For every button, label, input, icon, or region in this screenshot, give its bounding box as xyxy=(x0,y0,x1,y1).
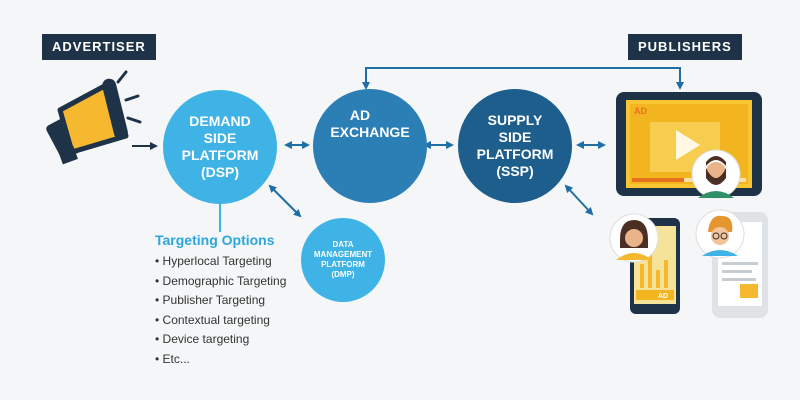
targeting-item: Contextual targeting xyxy=(155,311,325,331)
ssp-line-1: SUPPLY xyxy=(487,112,543,128)
tablet-ad-text: AD xyxy=(634,106,647,116)
adx-line-1: AD xyxy=(349,107,371,123)
dmp-line-2: MANAGEMENT xyxy=(313,250,373,259)
tablet-device: AD xyxy=(616,92,762,196)
play-icon xyxy=(676,130,700,160)
dsp-line-4: (DSP) xyxy=(200,164,240,180)
targeting-item: Etc... xyxy=(155,350,325,370)
ad-exchange-node: AD EXCHANGE xyxy=(313,89,427,203)
megaphone-icon xyxy=(46,70,142,165)
dmp-line-4: (DMP) xyxy=(331,270,355,279)
adx-line-2: EXCHANGE xyxy=(330,124,410,140)
dsp-line-2: SIDE xyxy=(203,130,237,146)
advertiser-label: ADVERTISER xyxy=(42,34,156,60)
phone-ad-text: AD xyxy=(658,293,668,300)
avatar-man-glasses xyxy=(695,209,745,259)
targeting-item: Demographic Targeting xyxy=(155,272,325,292)
publishers-label: PUBLISHERS xyxy=(628,34,742,60)
targeting-item: Hyperlocal Targeting xyxy=(155,252,325,272)
dsp-line-1: DEMAND xyxy=(189,113,251,129)
targeting-item: Device targeting xyxy=(155,330,325,350)
avatar-man-beard xyxy=(691,149,741,199)
ssp-line-2: SIDE xyxy=(498,129,532,145)
targeting-list: Hyperlocal Targeting Demographic Targeti… xyxy=(155,252,325,369)
ssp-line-3: PLATFORM xyxy=(476,146,554,162)
dsp-line-3: PLATFORM xyxy=(181,147,259,163)
ssp-line-4: (SSP) xyxy=(496,163,534,179)
dmp-line-1: DATA xyxy=(332,240,354,249)
adx-publishers-bracket xyxy=(362,67,684,90)
ssp-mobile-arrow xyxy=(564,184,594,216)
dsp-node: DEMAND SIDE PLATFORM (DSP) xyxy=(163,90,277,204)
targeting-options: Targeting Options Hyperlocal Targeting D… xyxy=(155,232,325,369)
avatar-woman xyxy=(609,213,659,263)
dsp-dmp-arrow xyxy=(268,184,302,218)
targeting-title: Targeting Options xyxy=(155,232,275,248)
dmp-line-3: PLATFORM xyxy=(321,260,365,269)
ssp-node: SUPPLY SIDE PLATFORM (SSP) xyxy=(458,89,572,203)
targeting-item: Publisher Targeting xyxy=(155,291,325,311)
